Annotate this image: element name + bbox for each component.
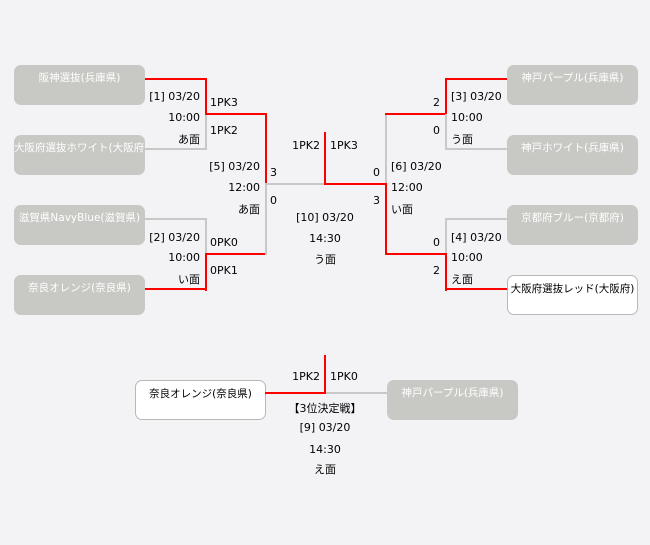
bracket-line bbox=[205, 253, 207, 291]
score: 2 bbox=[433, 96, 440, 109]
match-time: 10:00 bbox=[451, 111, 483, 124]
bracket-line bbox=[265, 392, 326, 394]
score: 0 bbox=[433, 124, 440, 137]
score: 1PK0 bbox=[330, 370, 358, 383]
score: 1PK2 bbox=[292, 370, 320, 383]
score: 0 bbox=[433, 236, 440, 249]
match-number-date: [4] 03/20 bbox=[451, 231, 502, 244]
champion-team-box[interactable]: 大阪府選抜レッド(大阪府) bbox=[507, 275, 638, 315]
bracket-line bbox=[385, 253, 447, 255]
match-number-date: [2] 03/20 bbox=[149, 231, 200, 244]
team-box[interactable]: 大阪府選抜ホワイト(大阪府) bbox=[14, 135, 145, 175]
match-court: あ面 bbox=[178, 133, 200, 146]
bracket-line bbox=[145, 78, 207, 80]
match-time: 10:00 bbox=[168, 111, 200, 124]
match-number-date: [10] 03/20 bbox=[296, 211, 354, 224]
team-box[interactable]: 京都府ブルー(京都府) bbox=[507, 205, 638, 245]
team-box[interactable]: 神戸パープル(兵庫県) bbox=[507, 65, 638, 105]
bracket-line bbox=[445, 218, 507, 220]
third-place-title: 【3位決定戦】 bbox=[288, 402, 362, 415]
team-box[interactable]: 神戸ホワイト(兵庫県) bbox=[507, 135, 638, 175]
score: 0PK1 bbox=[210, 264, 238, 277]
team-box[interactable]: 滋賀県NavyBlue(滋賀県) bbox=[14, 205, 145, 245]
bracket-line bbox=[205, 114, 207, 150]
score: 2 bbox=[433, 264, 440, 277]
bracket-line bbox=[145, 148, 207, 150]
match-court: え面 bbox=[314, 463, 336, 476]
match-court: あ面 bbox=[238, 203, 260, 216]
bracket-line bbox=[265, 183, 326, 185]
match-court: い面 bbox=[391, 203, 413, 216]
match-number-date: [6] 03/20 bbox=[391, 160, 442, 173]
match-number-date: [1] 03/20 bbox=[149, 90, 200, 103]
bracket-line bbox=[385, 113, 447, 115]
bracket-line bbox=[326, 392, 387, 394]
match-court: い面 bbox=[178, 273, 200, 286]
bracket-line bbox=[445, 148, 507, 150]
bracket-line bbox=[445, 218, 447, 255]
bracket-line bbox=[205, 218, 207, 255]
team-box[interactable]: 阪神選抜(兵庫県) bbox=[14, 65, 145, 105]
team-box[interactable]: 神戸パープル(兵庫県) bbox=[387, 380, 518, 420]
bracket-line bbox=[385, 183, 387, 255]
bracket-line bbox=[265, 184, 267, 255]
bracket-line bbox=[205, 78, 207, 115]
bracket-line bbox=[324, 183, 387, 185]
bracket-line bbox=[324, 132, 326, 185]
bracket-line bbox=[445, 114, 447, 150]
bracket-line bbox=[265, 113, 267, 185]
bracket-line bbox=[445, 78, 447, 115]
match-court: う面 bbox=[314, 253, 336, 266]
match-time: 14:30 bbox=[309, 232, 341, 245]
score: 1PK3 bbox=[330, 139, 358, 152]
bracket-line bbox=[205, 113, 267, 115]
score: 0PK0 bbox=[210, 236, 238, 249]
bracket-line bbox=[145, 288, 207, 290]
match-time: 10:00 bbox=[451, 251, 483, 264]
bracket-line bbox=[324, 355, 326, 394]
third-place-team-box[interactable]: 奈良オレンジ(奈良県) bbox=[135, 380, 266, 420]
bracket-line bbox=[385, 114, 387, 185]
bracket-line bbox=[445, 78, 507, 80]
score: 1PK3 bbox=[210, 96, 238, 109]
score: 1PK2 bbox=[292, 139, 320, 152]
match-number-date: [5] 03/20 bbox=[209, 160, 260, 173]
match-time: 14:30 bbox=[309, 443, 341, 456]
score: 3 bbox=[373, 194, 380, 207]
match-number-date: [3] 03/20 bbox=[451, 90, 502, 103]
match-time: 10:00 bbox=[168, 251, 200, 264]
score: 3 bbox=[270, 166, 277, 179]
bracket-line bbox=[445, 288, 507, 290]
match-time: 12:00 bbox=[228, 181, 260, 194]
match-court: え面 bbox=[451, 273, 473, 286]
bracket-line bbox=[145, 218, 207, 220]
match-court: う面 bbox=[451, 133, 473, 146]
score: 0 bbox=[270, 194, 277, 207]
score: 0 bbox=[373, 166, 380, 179]
bracket-line bbox=[445, 253, 447, 291]
score: 1PK2 bbox=[210, 124, 238, 137]
bracket-line bbox=[205, 253, 267, 255]
team-box[interactable]: 奈良オレンジ(奈良県) bbox=[14, 275, 145, 315]
match-time: 12:00 bbox=[391, 181, 423, 194]
match-number-date: [9] 03/20 bbox=[299, 421, 351, 434]
